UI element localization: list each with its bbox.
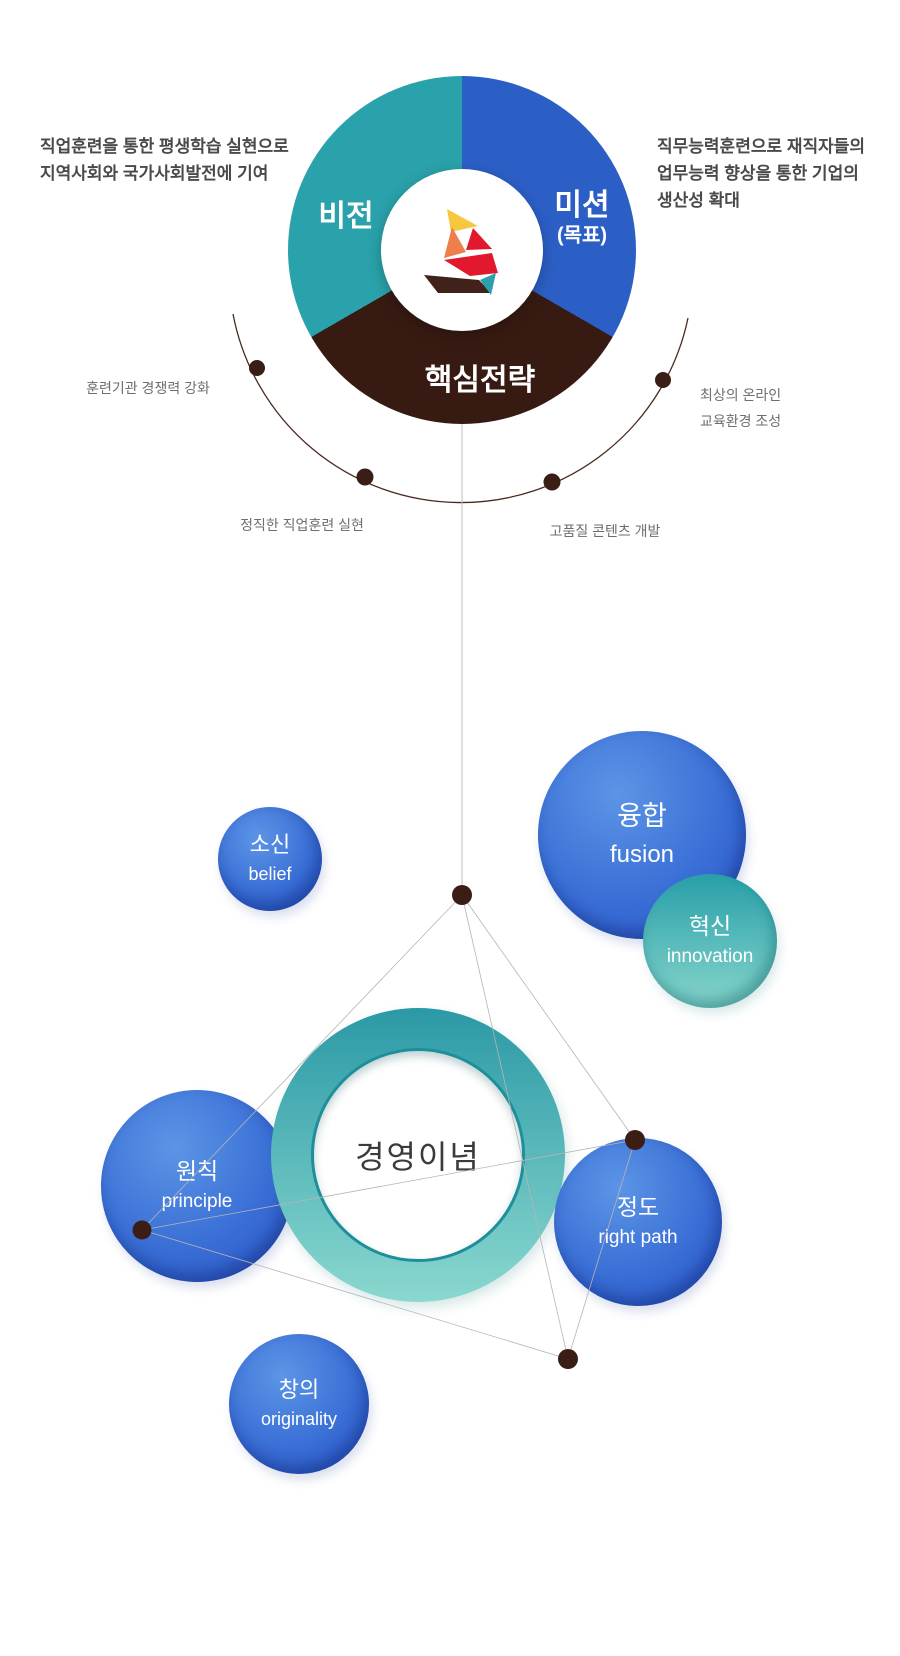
mission-description: 직무능력훈련으로 재직자들의 업무능력 향상을 통한 기업의 생산성 확대 <box>657 133 865 214</box>
value-circle-right-path: 정도 right path <box>554 1138 722 1306</box>
strategy-label-online-environment: 최상의 온라인 교육환경 조성 <box>700 382 781 434</box>
core-strategy-segment-label: 핵심전략 <box>424 364 536 397</box>
vision-description: 직업훈련을 통한 평생학습 실현으로 지역사회와 국가사회발전에 기여 <box>40 133 289 187</box>
value-circle-innovation: 혁신 innovation <box>643 874 777 1008</box>
strategy-label-competitiveness: 훈련기관 경쟁력 강화 <box>86 380 210 396</box>
tangram-sailboat-logo-icon <box>424 209 498 295</box>
network-node-bottom <box>558 1349 578 1369</box>
philosophy-ring-center: 경영이념 <box>311 1048 525 1262</box>
logo-red-small-sail <box>466 228 492 250</box>
value-circle-principle: 원칙 principle <box>101 1090 293 1282</box>
mission-segment-sublabel: (목표) <box>556 224 608 247</box>
mission-segment-label: 미션 <box>554 189 610 222</box>
mission-description-line: 직무능력훈련으로 재직자들의 <box>657 137 866 156</box>
arc-node-quality-content <box>543 473 561 491</box>
value-ko-innovation: 혁신 <box>688 912 732 939</box>
arc-node-honest-training <box>356 468 374 486</box>
philosophy-title: 경영이념 <box>355 1139 481 1175</box>
logo-orange-sail <box>444 227 466 258</box>
value-en-belief: belief <box>248 864 292 885</box>
logo-teal-rudder <box>480 273 496 295</box>
network-node-top <box>452 885 472 905</box>
logo-red-hull-top <box>444 253 498 276</box>
arc-node-online-environment <box>655 372 671 388</box>
strategy-label-honest-training: 정직한 직업훈련 실현 <box>240 517 364 533</box>
value-en-right-path: right path <box>598 1227 678 1249</box>
value-en-innovation: innovation <box>666 946 754 968</box>
strategy-label-line: 교육환경 조성 <box>700 413 782 429</box>
value-ko-belief: 소신 <box>249 832 291 857</box>
value-ko-principle: 원칙 <box>175 1157 219 1184</box>
logo-brown-hull <box>424 275 491 293</box>
strategy-label-quality-content: 고품질 콘텐츠 개발 <box>549 523 661 539</box>
strategy-label-line: 최상의 온라인 <box>700 387 782 403</box>
vision-segment-label: 비전 <box>318 200 374 233</box>
value-ko-originality: 창의 <box>278 1377 320 1402</box>
value-en-fusion: fusion <box>609 840 675 868</box>
mission-description-line: 생산성 확대 <box>657 191 740 210</box>
logo-yellow-sail <box>447 209 478 232</box>
vision-description-line: 직업훈련을 통한 평생학습 실현으로 <box>40 137 289 156</box>
value-circle-originality: 창의 originality <box>229 1334 369 1474</box>
vision-description-line: 지역사회와 국가사회발전에 기여 <box>40 164 269 183</box>
value-en-originality: originality <box>260 1409 338 1430</box>
mission-description-line: 업무능력 향상을 통한 기업의 <box>657 164 859 183</box>
value-circle-belief: 소신 belief <box>218 807 322 911</box>
arc-node-competitiveness <box>249 360 265 376</box>
value-ko-fusion: 융합 <box>617 801 667 832</box>
value-en-principle: principle <box>161 1191 233 1213</box>
value-ko-right-path: 정도 <box>616 1193 660 1220</box>
